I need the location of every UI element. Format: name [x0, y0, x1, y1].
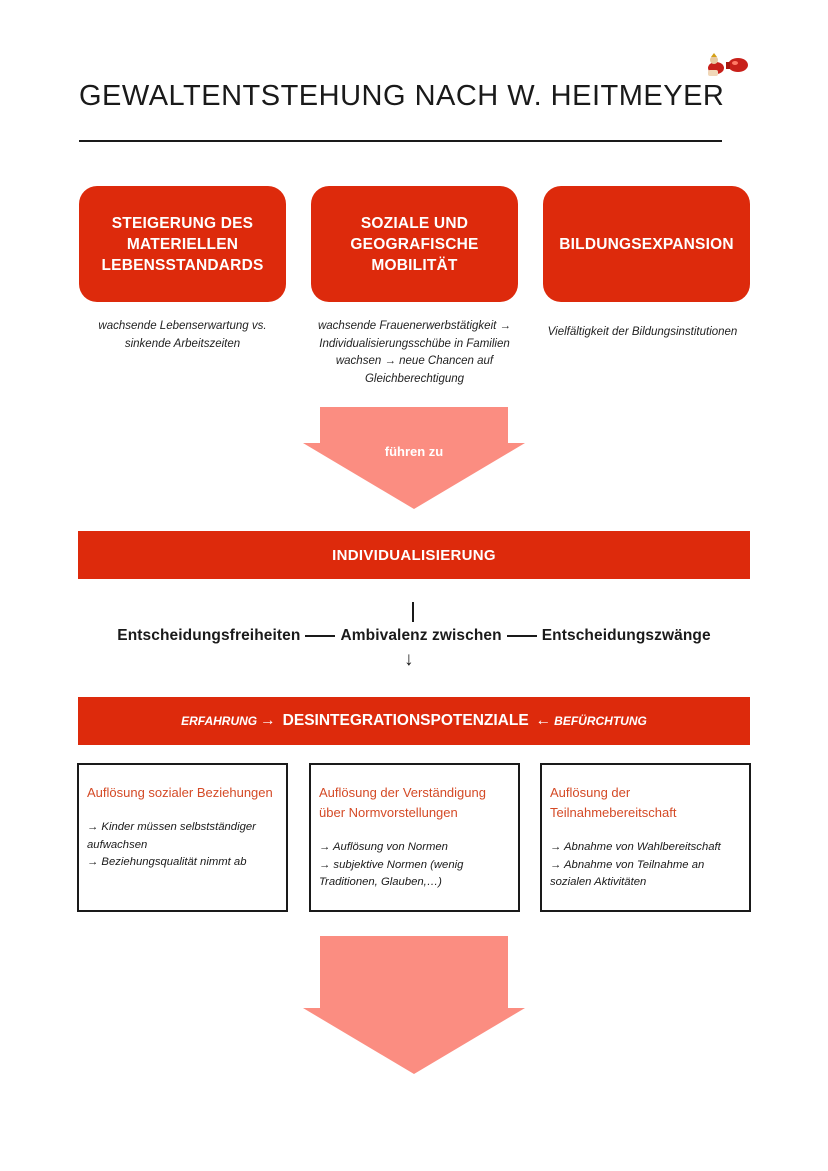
cause-note-mobilitaet: wachsende Frauenerwerbstätigkeit → Indiv… [317, 320, 512, 385]
dimension-item: → Beziehungsqualität nimmt ab [87, 856, 247, 868]
down-arrow-fuehren-zu [303, 407, 525, 509]
ambivalenz-left: Entscheidungsfreiheiten [117, 627, 301, 644]
befuerchtung-label: BEFÜRCHTUNG [554, 714, 647, 728]
right-arrow-icon: → [260, 712, 276, 729]
title-rule [79, 140, 722, 142]
desintegration-bar: ERFAHRUNG → DESINTEGRATIONSPOTENZIALE ← … [78, 697, 750, 745]
individualisierung-bar: INDIVIDUALISIERUNG [78, 531, 750, 579]
dimension-box-beziehungen: Auflösung sozialer Beziehungen → Kinder … [77, 763, 288, 912]
connector-line [412, 602, 414, 622]
dimension-item: → subjektive Normen (wenig Traditionen, … [319, 858, 464, 889]
ambivalenz-row: Entscheidungsfreiheiten Ambivalenz zwisch… [0, 627, 828, 645]
dimension-item: → Abnahme von Teilnahme an sozialen Akti… [550, 858, 705, 889]
down-arrow-icon: ↓ [404, 649, 414, 670]
cause-box-bildungsexpansion: BILDUNGSEXPANSION [543, 186, 750, 302]
down-arrow-bottom [303, 936, 525, 1074]
arrow-label: führen zu [384, 444, 444, 459]
dimension-item: → Kinder müssen selbstständiger aufwachs… [87, 821, 256, 851]
cause-box-lebensstandard: STEIGERUNG DES MATERIELLEN LEBENSSTANDAR… [79, 186, 286, 302]
left-arrow-icon: ← [535, 712, 552, 729]
dimension-heading: Auflösung sozialer Beziehungen [87, 785, 273, 800]
erfahrung-label: ERFAHRUNG [181, 714, 258, 728]
ambivalenz-middle: Ambivalenz zwischen [340, 627, 502, 644]
dimension-item: → Auflösung von Normen [319, 841, 448, 853]
page-title: GEWALTENTSTEHUNG NACH W. HEITMEYER [79, 80, 725, 112]
dimension-heading: Auflösung der Verständigung über Normvor… [319, 785, 486, 820]
dimension-box-teilnahmebereitschaft: Auflösung der Teilnahmebereitschaft → Ab… [540, 763, 751, 912]
dimension-box-normvorstellungen: Auflösung der Verständigung über Normvor… [309, 763, 520, 912]
cause-note-bildungsexpansion: Vielfältigkeit der Bildungsinstitutionen [547, 326, 738, 338]
dash-right [506, 635, 537, 637]
dash-left [305, 635, 336, 637]
cause-box-mobilitaet: SOZIALE UND GEOGRAFISCHE MOBILITÄT [311, 186, 518, 302]
desintegrationspotenziale-label: DESINTEGRATIONSPOTENZIALE [282, 712, 529, 729]
dimension-heading: Auflösung der Teilnahmebereitschaft [550, 785, 677, 820]
boxing-gloves-icon [708, 53, 748, 76]
dimension-item: → Abnahme von Wahlbereitschaft [550, 841, 721, 853]
ambivalenz-right: Entscheidungszwänge [541, 627, 711, 644]
cause-note-lebensstandard: wachsende Lebenserwartung vs. sinkende A… [98, 320, 267, 350]
